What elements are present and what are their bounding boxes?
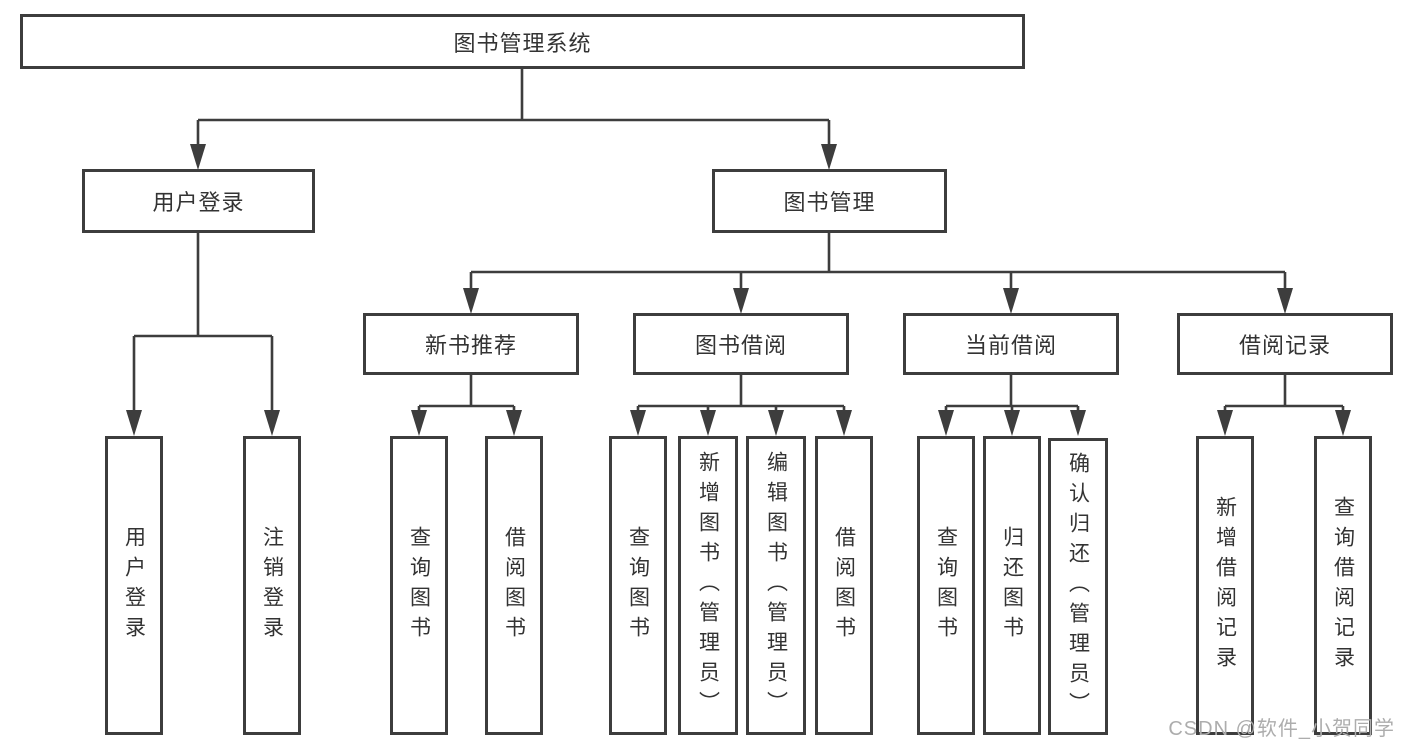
node-book-borrow: 图书借阅	[633, 313, 849, 375]
leaf-user-login: 用户登录	[105, 436, 163, 735]
node-new-book-recommend: 新书推荐	[363, 313, 579, 375]
node-user-login: 用户登录	[82, 169, 315, 233]
leaf-label: 归还图书	[1000, 525, 1024, 646]
leaf-label: 查询借阅记录	[1331, 495, 1355, 676]
leaf-edit-books-admin: 编辑图书（管理员）	[746, 436, 806, 735]
leaf-borrow-borrow-books: 借阅图书	[815, 436, 873, 735]
csdn-watermark: CSDN @软件_小贺同学	[1168, 718, 1395, 740]
node-label: 用户登录	[152, 190, 245, 215]
node-library-management-system: 图书管理系统	[20, 14, 1025, 69]
leaf-label: 借阅图书	[832, 525, 856, 646]
leaf-recommend-query-books: 查询图书	[390, 436, 448, 735]
node-label: 借阅记录	[1238, 333, 1331, 358]
node-label: 图书借阅	[694, 333, 787, 358]
leaf-add-books-admin: 新增图书（管理员）	[678, 436, 738, 735]
node-label: 图书管理	[783, 190, 876, 215]
leaf-query-borrow-record: 查询借阅记录	[1314, 436, 1372, 735]
leaf-label: 新增借阅记录	[1213, 495, 1237, 676]
node-book-management: 图书管理	[712, 169, 947, 233]
leaf-label: 注销登录	[260, 525, 284, 646]
leaf-label: 借阅图书	[502, 525, 526, 646]
leaf-label: 用户登录	[122, 525, 146, 646]
leaf-label: 确认归还（管理员）	[1066, 451, 1090, 722]
leaf-label: 查询图书	[407, 525, 431, 646]
node-label: 当前借阅	[964, 333, 1057, 358]
leaf-add-borrow-record: 新增借阅记录	[1196, 436, 1254, 735]
node-label: 图书管理系统	[453, 30, 592, 56]
leaf-recommend-borrow-books: 借阅图书	[485, 436, 543, 735]
leaf-label: 查询图书	[934, 525, 958, 646]
leaf-logout: 注销登录	[243, 436, 301, 735]
node-label: 新书推荐	[424, 333, 517, 358]
leaf-label: 新增图书（管理员）	[696, 450, 720, 721]
leaf-confirm-return-admin: 确认归还（管理员）	[1048, 438, 1108, 735]
leaf-return-books: 归还图书	[983, 436, 1041, 735]
leaf-current-query-books: 查询图书	[917, 436, 975, 735]
leaf-label: 查询图书	[626, 525, 650, 646]
leaf-borrow-query-books: 查询图书	[609, 436, 667, 735]
leaf-label: 编辑图书（管理员）	[764, 450, 788, 721]
node-borrow-records: 借阅记录	[1177, 313, 1393, 375]
node-current-borrow: 当前借阅	[903, 313, 1119, 375]
